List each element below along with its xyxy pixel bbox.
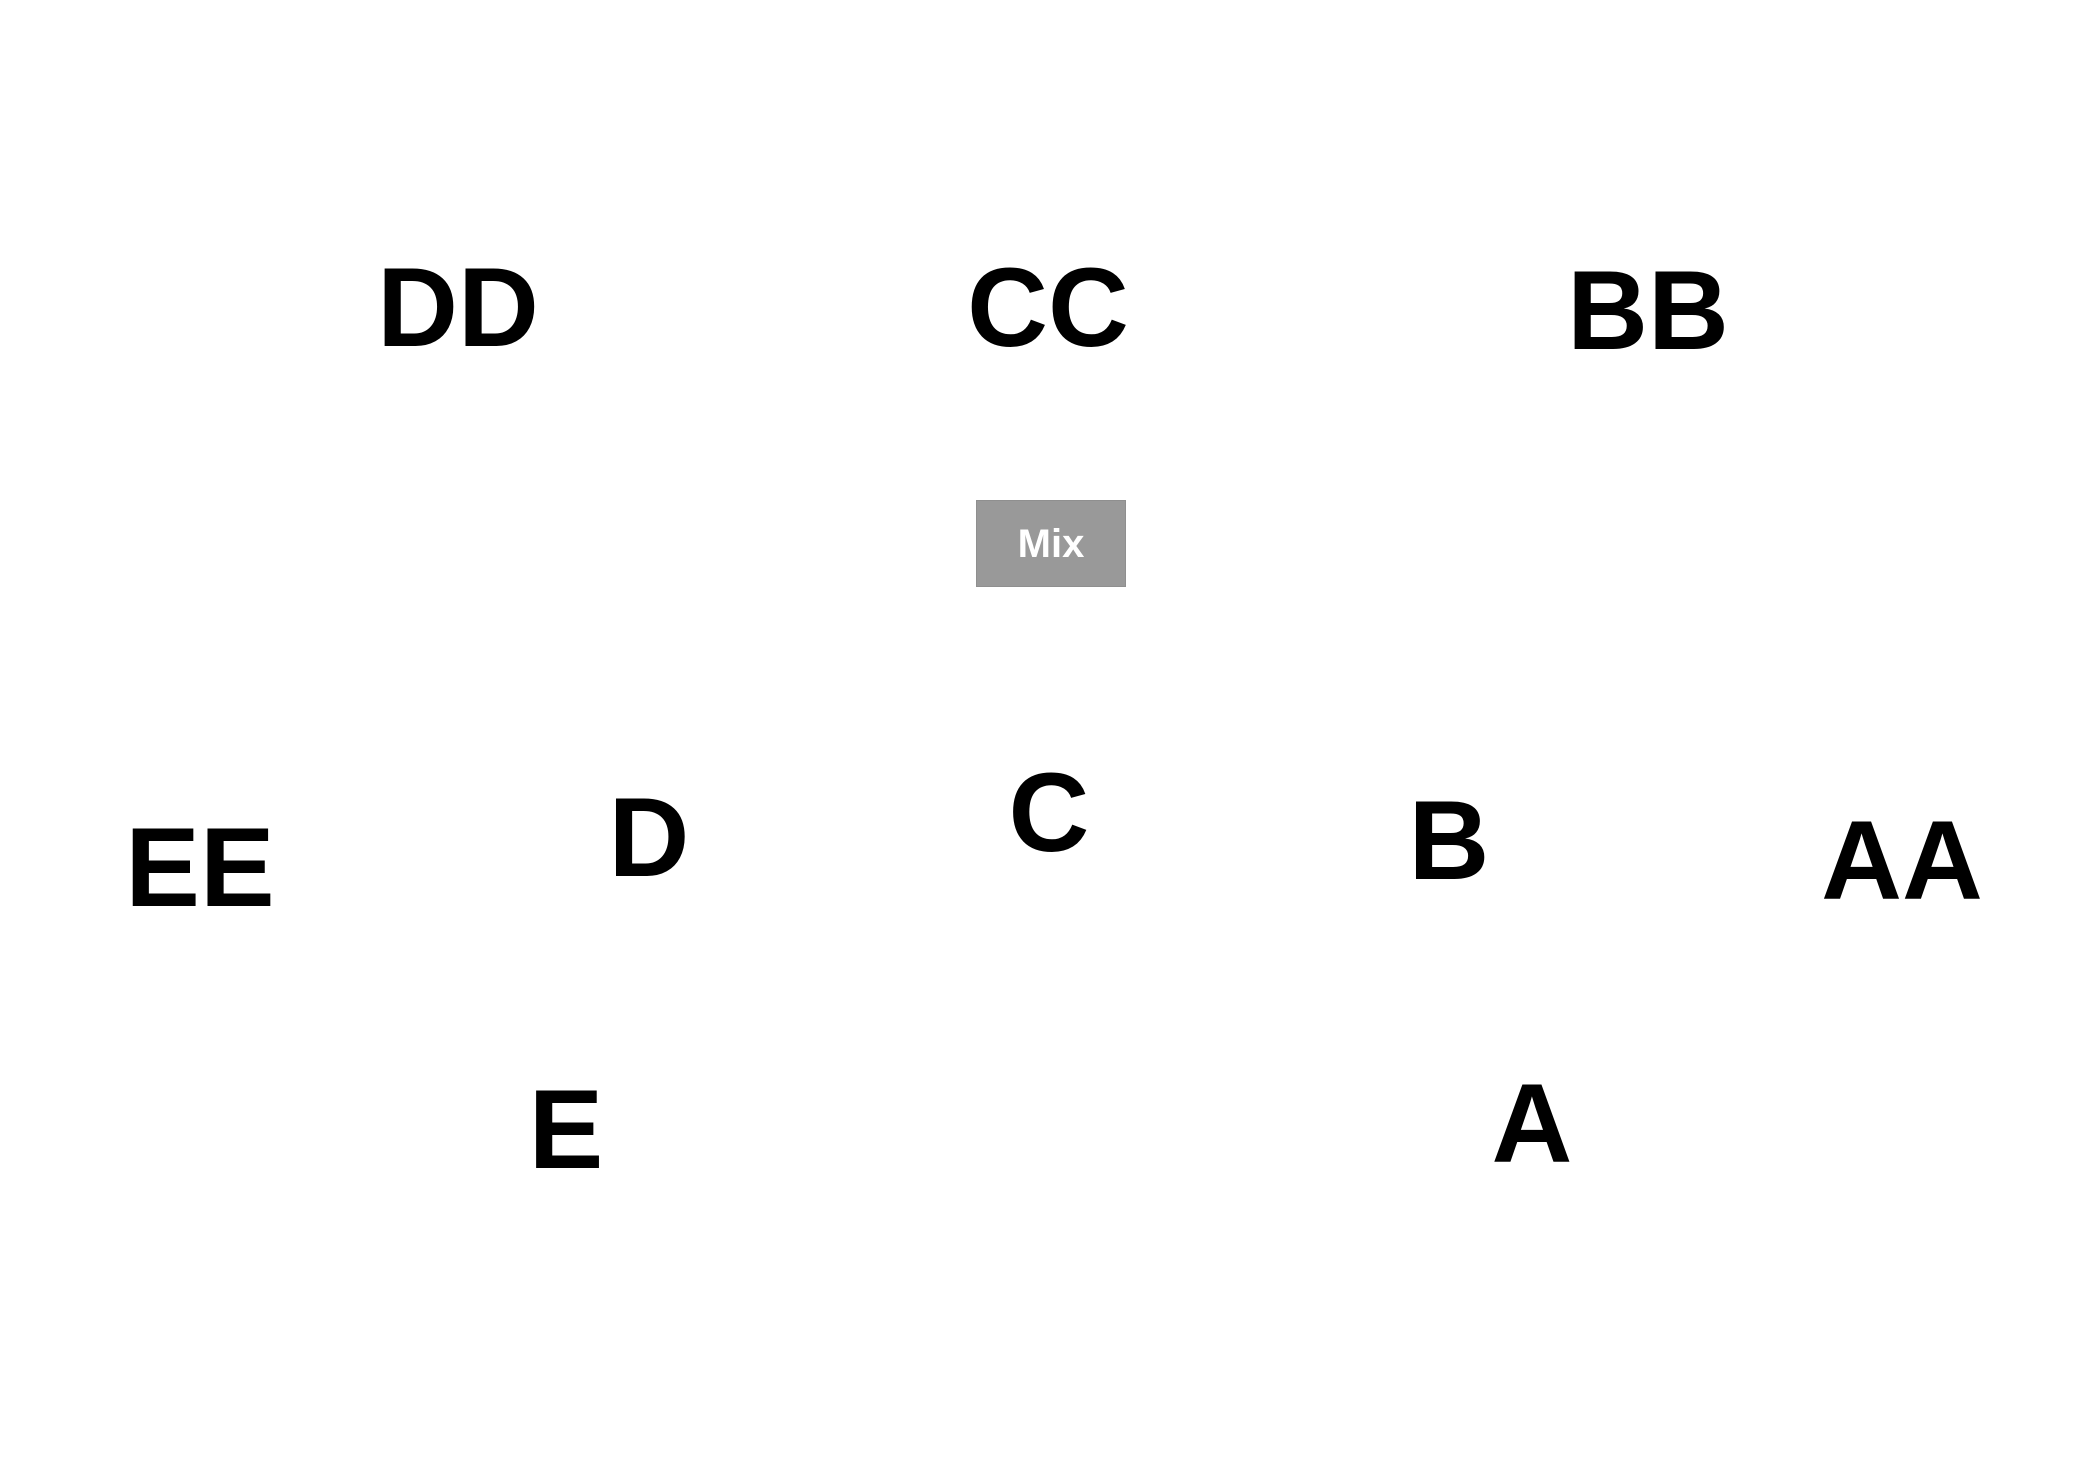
label-e: E [528, 1067, 604, 1192]
label-b: B [1408, 778, 1490, 903]
label-a: A [1491, 1061, 1573, 1186]
mix-button[interactable]: Mix [976, 500, 1126, 587]
label-dd: DD [377, 245, 539, 370]
label-cc: CC [967, 245, 1129, 370]
label-bb: BB [1567, 248, 1729, 373]
label-ee: EE [125, 805, 275, 930]
label-c: C [1008, 750, 1090, 875]
label-aa: AA [1821, 798, 1983, 923]
mix-button-label: Mix [1017, 521, 1085, 566]
label-d: D [608, 775, 690, 900]
